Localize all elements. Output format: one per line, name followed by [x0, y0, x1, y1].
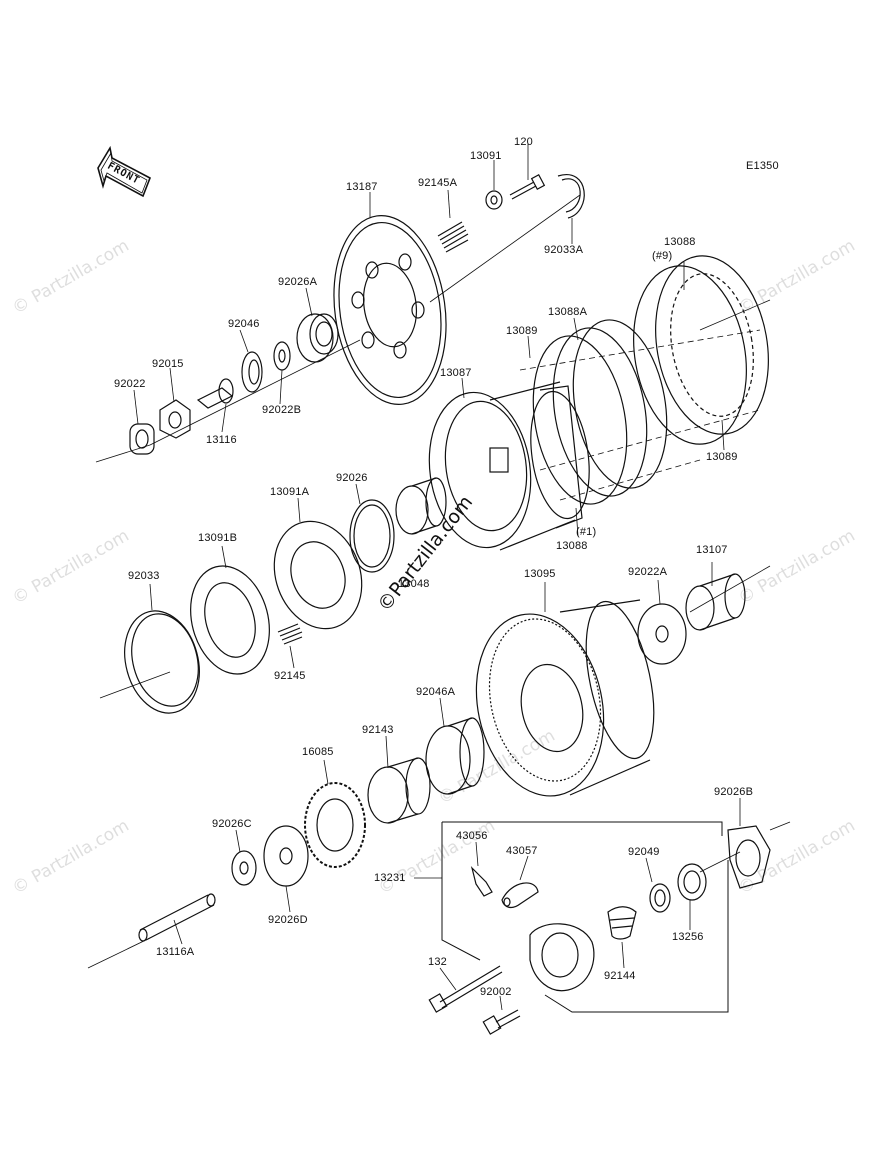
part-label-92046[interactable]: 92046: [228, 318, 260, 330]
part-label-13087[interactable]: 13087: [440, 367, 472, 379]
part-label-16085[interactable]: 16085: [302, 746, 334, 758]
ring-92026: [349, 499, 395, 573]
part-label-13116A[interactable]: 13116A: [156, 946, 195, 958]
washer-92026D: [263, 825, 309, 887]
part-label-92002[interactable]: 92002: [480, 986, 512, 998]
part-label-13091A[interactable]: 13091A: [270, 486, 310, 498]
part-label-92022B[interactable]: 92022B: [262, 404, 302, 416]
leader-lines: [133, 144, 741, 1011]
plate-13091B: [190, 565, 270, 675]
washer-92026C: [231, 850, 257, 886]
bolt-120: [509, 174, 546, 200]
front-arrow-icon: [97, 145, 152, 198]
needle-bearing-92046A: [425, 717, 485, 795]
part-label-92046A[interactable]: 92046A: [416, 686, 456, 698]
part-label-92145A[interactable]: 92145A: [418, 177, 458, 189]
part-label-92049[interactable]: 92049: [628, 846, 660, 858]
part-label-13048[interactable]: 13048: [398, 578, 430, 590]
gear-16085: [304, 782, 366, 868]
part-label-13256[interactable]: 13256: [672, 931, 704, 943]
part-label-43056[interactable]: 43056: [456, 830, 488, 842]
bearing-13256: [677, 863, 707, 901]
collar-92026A: [296, 313, 339, 363]
pressure-plate-13187: [333, 215, 447, 405]
part-label-92026D[interactable]: 92026D: [268, 914, 308, 926]
part-label-92144[interactable]: 92144: [604, 970, 636, 982]
diagram-code: E1350: [746, 160, 779, 172]
part-label-92143[interactable]: 92143: [362, 724, 394, 736]
part-label-13107[interactable]: 13107: [696, 544, 728, 556]
part-label-13116[interactable]: 13116: [206, 434, 237, 446]
part-label-13088-9[interactable]: 13088: [664, 236, 696, 248]
lever-43057: [501, 882, 539, 909]
spring-92145: [277, 623, 303, 645]
part-label-13088A[interactable]: 13088A: [548, 306, 588, 318]
bolt-92002: [482, 1009, 521, 1035]
circlip-92033: [124, 610, 200, 714]
part-label-43057[interactable]: 43057: [506, 845, 538, 857]
spring-92145A: [437, 221, 469, 253]
part-label-13089-bot[interactable]: 13089: [706, 451, 738, 463]
collar-92143: [367, 757, 431, 824]
part-label-120[interactable]: 120: [514, 136, 533, 148]
holder-13091: [485, 190, 503, 210]
washer-92022A: [637, 603, 687, 665]
part-label-13231[interactable]: 13231: [374, 872, 406, 884]
part-label-13091B[interactable]: 13091B: [198, 532, 238, 544]
part-label-92145[interactable]: 92145: [274, 670, 306, 682]
part-label-132[interactable]: 132: [428, 956, 447, 968]
spring-92144: [607, 906, 637, 940]
clutch-hub-13087: [428, 381, 590, 551]
assembly-bracket-13231: [441, 821, 729, 1013]
nut-92015: [159, 399, 191, 439]
washer-92022B: [273, 341, 291, 371]
adjust-bolt-43056: [470, 866, 493, 897]
pushrod-13116: [196, 378, 234, 409]
part-label-13088-1[interactable]: 13088: [556, 540, 588, 552]
clutch-plates: [532, 255, 769, 505]
part-label-13091[interactable]: 13091: [470, 150, 502, 162]
seal-92049: [649, 883, 671, 913]
part-label-13095[interactable]: 13095: [524, 568, 556, 580]
part-label-92033A[interactable]: 92033A: [544, 244, 584, 256]
part-label-92026A[interactable]: 92026A: [278, 276, 318, 288]
sleeve-13048: [395, 477, 447, 535]
clutch-housing-13095: [475, 599, 655, 797]
part-label-92026C[interactable]: 92026C: [212, 818, 252, 830]
sleeve-13107: [685, 573, 746, 631]
bearing-92046: [241, 351, 263, 393]
part-label-92026B[interactable]: 92026B: [714, 786, 754, 798]
plate-13091A: [273, 520, 363, 630]
part-label-92022A[interactable]: 92022A: [628, 566, 668, 578]
axis-lines: [87, 194, 791, 969]
rod-13116A: [138, 893, 216, 942]
part-label-92015[interactable]: 92015: [152, 358, 184, 370]
bolt-132: [428, 965, 503, 1013]
part-label-92026[interactable]: 92026: [336, 472, 368, 484]
circlip-92033A: [557, 173, 585, 219]
part-label-hash9[interactable]: (#9): [652, 250, 673, 262]
part-label-92033[interactable]: 92033: [128, 570, 160, 582]
gasket-92026B: [727, 825, 771, 889]
washer-92022: [129, 423, 155, 455]
part-label-13089-top[interactable]: 13089: [506, 325, 538, 337]
part-label-13187[interactable]: 13187: [346, 181, 378, 193]
part-label-hash1[interactable]: (#1): [576, 526, 597, 538]
part-label-92022[interactable]: 92022: [114, 378, 146, 390]
release-cover: [529, 923, 595, 992]
